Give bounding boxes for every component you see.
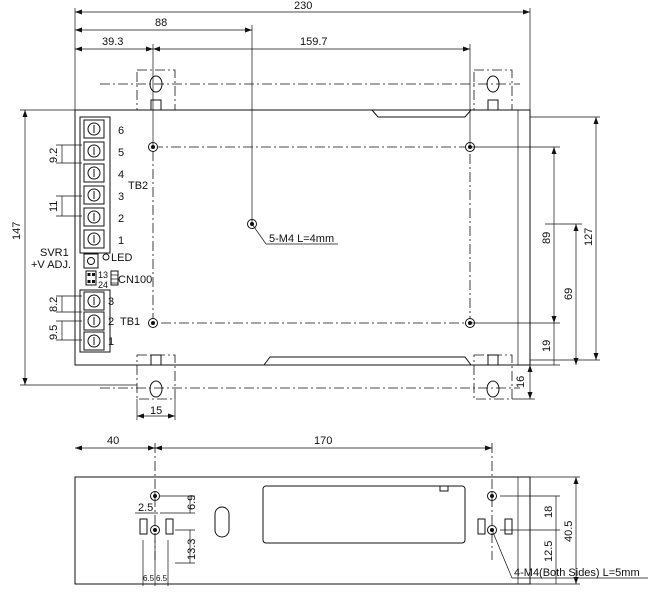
tb2-screw-4 xyxy=(87,188,101,202)
dim-tb1-pitch: 8.2 9.5 xyxy=(48,295,82,341)
led-indicator xyxy=(102,253,110,261)
dim-16-label: 16 xyxy=(515,376,527,388)
dim-11-label: 11 xyxy=(48,201,60,212)
dim-127-label: 127 xyxy=(583,228,595,246)
tb1-pin-1: 1 xyxy=(108,336,114,348)
led-label: LED xyxy=(111,252,132,264)
dim-159-7-label: 159.7 xyxy=(300,36,328,48)
side-vent-window xyxy=(262,485,466,544)
mount-tab-bottom-right xyxy=(473,354,513,400)
side-slot xyxy=(214,506,230,538)
mount-tab-bottom-left xyxy=(136,354,176,400)
tb2-pin-6: 6 xyxy=(118,125,124,137)
tb1-screw-2 xyxy=(87,314,101,328)
dim-39-3-label: 39.3 xyxy=(102,36,123,48)
tb2-pin-2: 2 xyxy=(118,213,124,225)
dim-side-right: 18 40.5 12.5 xyxy=(500,476,580,585)
dim-tab-15: 15 xyxy=(136,399,176,420)
dim-18-label: 18 xyxy=(543,506,555,518)
side-mount-holes xyxy=(150,491,497,535)
side-mount-note: 4-M4(Both Sides) L=5mm xyxy=(491,529,648,579)
dim-6-5-b-label: 6.5 xyxy=(156,574,168,583)
tb1-screw-3 xyxy=(87,334,101,348)
dim-side-40-170: 40 170 xyxy=(75,435,493,560)
tb2-screw-2 xyxy=(87,144,101,158)
dim-8-2-label: 8.2 xyxy=(48,297,60,312)
dim-overall-length: 230 xyxy=(74,0,531,110)
mount-note-leader xyxy=(251,223,267,245)
tb2-terminal-3 xyxy=(83,163,105,183)
dim-tb2-pitch: 9.2 11 xyxy=(48,144,82,217)
dim-89-label: 89 xyxy=(541,232,553,244)
dim-230-label: 230 xyxy=(294,0,312,12)
svr1-label: SVR1 xyxy=(40,247,69,259)
tb1-pin-2: 2 xyxy=(108,316,114,328)
dim-69-label: 69 xyxy=(563,288,575,300)
tb1-terminal-2 xyxy=(83,311,105,331)
dim-40-label: 40 xyxy=(107,435,119,447)
mount-note-top: 5-M4 L=4mm xyxy=(269,233,334,245)
tb1-terminal-3 xyxy=(83,331,105,351)
tb2-screw-5 xyxy=(87,210,101,224)
tb2-pin-1: 1 xyxy=(118,235,124,247)
dim-13-3-label: 13.3 xyxy=(186,539,198,560)
tb2-terminal-2 xyxy=(83,141,105,161)
cn100-connector xyxy=(85,270,97,286)
tb1-terminal-1 xyxy=(83,291,105,311)
tb2-terminal-1 xyxy=(83,119,105,139)
tb2-screw-3 xyxy=(87,166,101,180)
dim-15-label: 15 xyxy=(150,405,162,417)
dim-147-label: 147 xyxy=(11,222,23,240)
tb2-terminal-4 xyxy=(83,185,105,205)
terminal-block-tb1 xyxy=(79,289,111,353)
side-mount-note-text: 4-M4(Both Sides) L=5mm xyxy=(514,567,640,579)
tb2-screw-1 xyxy=(87,122,101,136)
dim-left-offset: 39.3 159.7 xyxy=(75,36,471,147)
tb2-pin-5: 5 xyxy=(118,147,124,159)
dim-12-5-label: 12.5 xyxy=(543,541,555,562)
tb2-label: TB2 xyxy=(128,180,148,192)
tb1-pin-3: 3 xyxy=(108,296,114,308)
cn100-pins-bottom: 24 xyxy=(98,280,108,290)
top-vent-slot xyxy=(371,109,472,118)
tb2-pin-3: 3 xyxy=(118,191,124,203)
dim-19-label: 19 xyxy=(541,340,553,352)
terminal-block-tb2 xyxy=(79,116,111,254)
dim-overall-height: 147 xyxy=(11,109,137,386)
dim-center-hole: 88 xyxy=(75,17,253,224)
bottom-vent-slot xyxy=(263,356,472,366)
dim-170-label: 170 xyxy=(314,435,332,447)
chassis-outline xyxy=(74,109,531,366)
tb1-label: TB1 xyxy=(120,316,140,328)
dim-side-small: 2.5 6.9 13.3 6.5 6.5 xyxy=(135,495,198,586)
dim-2-5-label: 2.5 xyxy=(138,502,153,514)
tb2-screw-6 xyxy=(87,232,101,246)
dim-right-stack: 89 127 69 19 16 xyxy=(470,116,600,400)
cn100-pins-top: 13 xyxy=(98,270,108,280)
tb1-screw-1 xyxy=(87,294,101,308)
side-chassis-outline xyxy=(74,476,531,585)
dim-9-2-label: 9.2 xyxy=(48,148,60,163)
dim-40-5-label: 40.5 xyxy=(563,521,575,542)
side-view: 40 170 2.5 6.9 13.3 6.5 6.5 xyxy=(74,435,648,586)
dim-88-label: 88 xyxy=(155,17,167,29)
tb2-terminal-5 xyxy=(83,207,105,227)
dim-9-5-label: 9.5 xyxy=(48,325,60,340)
tb2-terminal-6 xyxy=(83,229,105,249)
v-adj-label: +V ADJ. xyxy=(31,259,71,271)
svr1-trimmer xyxy=(83,253,99,269)
hole-pattern-outline xyxy=(152,146,471,324)
top-view: 6 5 4 3 2 1 TB2 3 2 1 TB1 LED SVR1 +V AD… xyxy=(11,0,600,420)
cn100-label: CN100 xyxy=(118,274,152,286)
dim-6-9-label: 6.9 xyxy=(186,495,198,510)
dim-6-5-a-label: 6.5 xyxy=(143,574,155,583)
tb2-pin-4: 4 xyxy=(118,169,124,181)
